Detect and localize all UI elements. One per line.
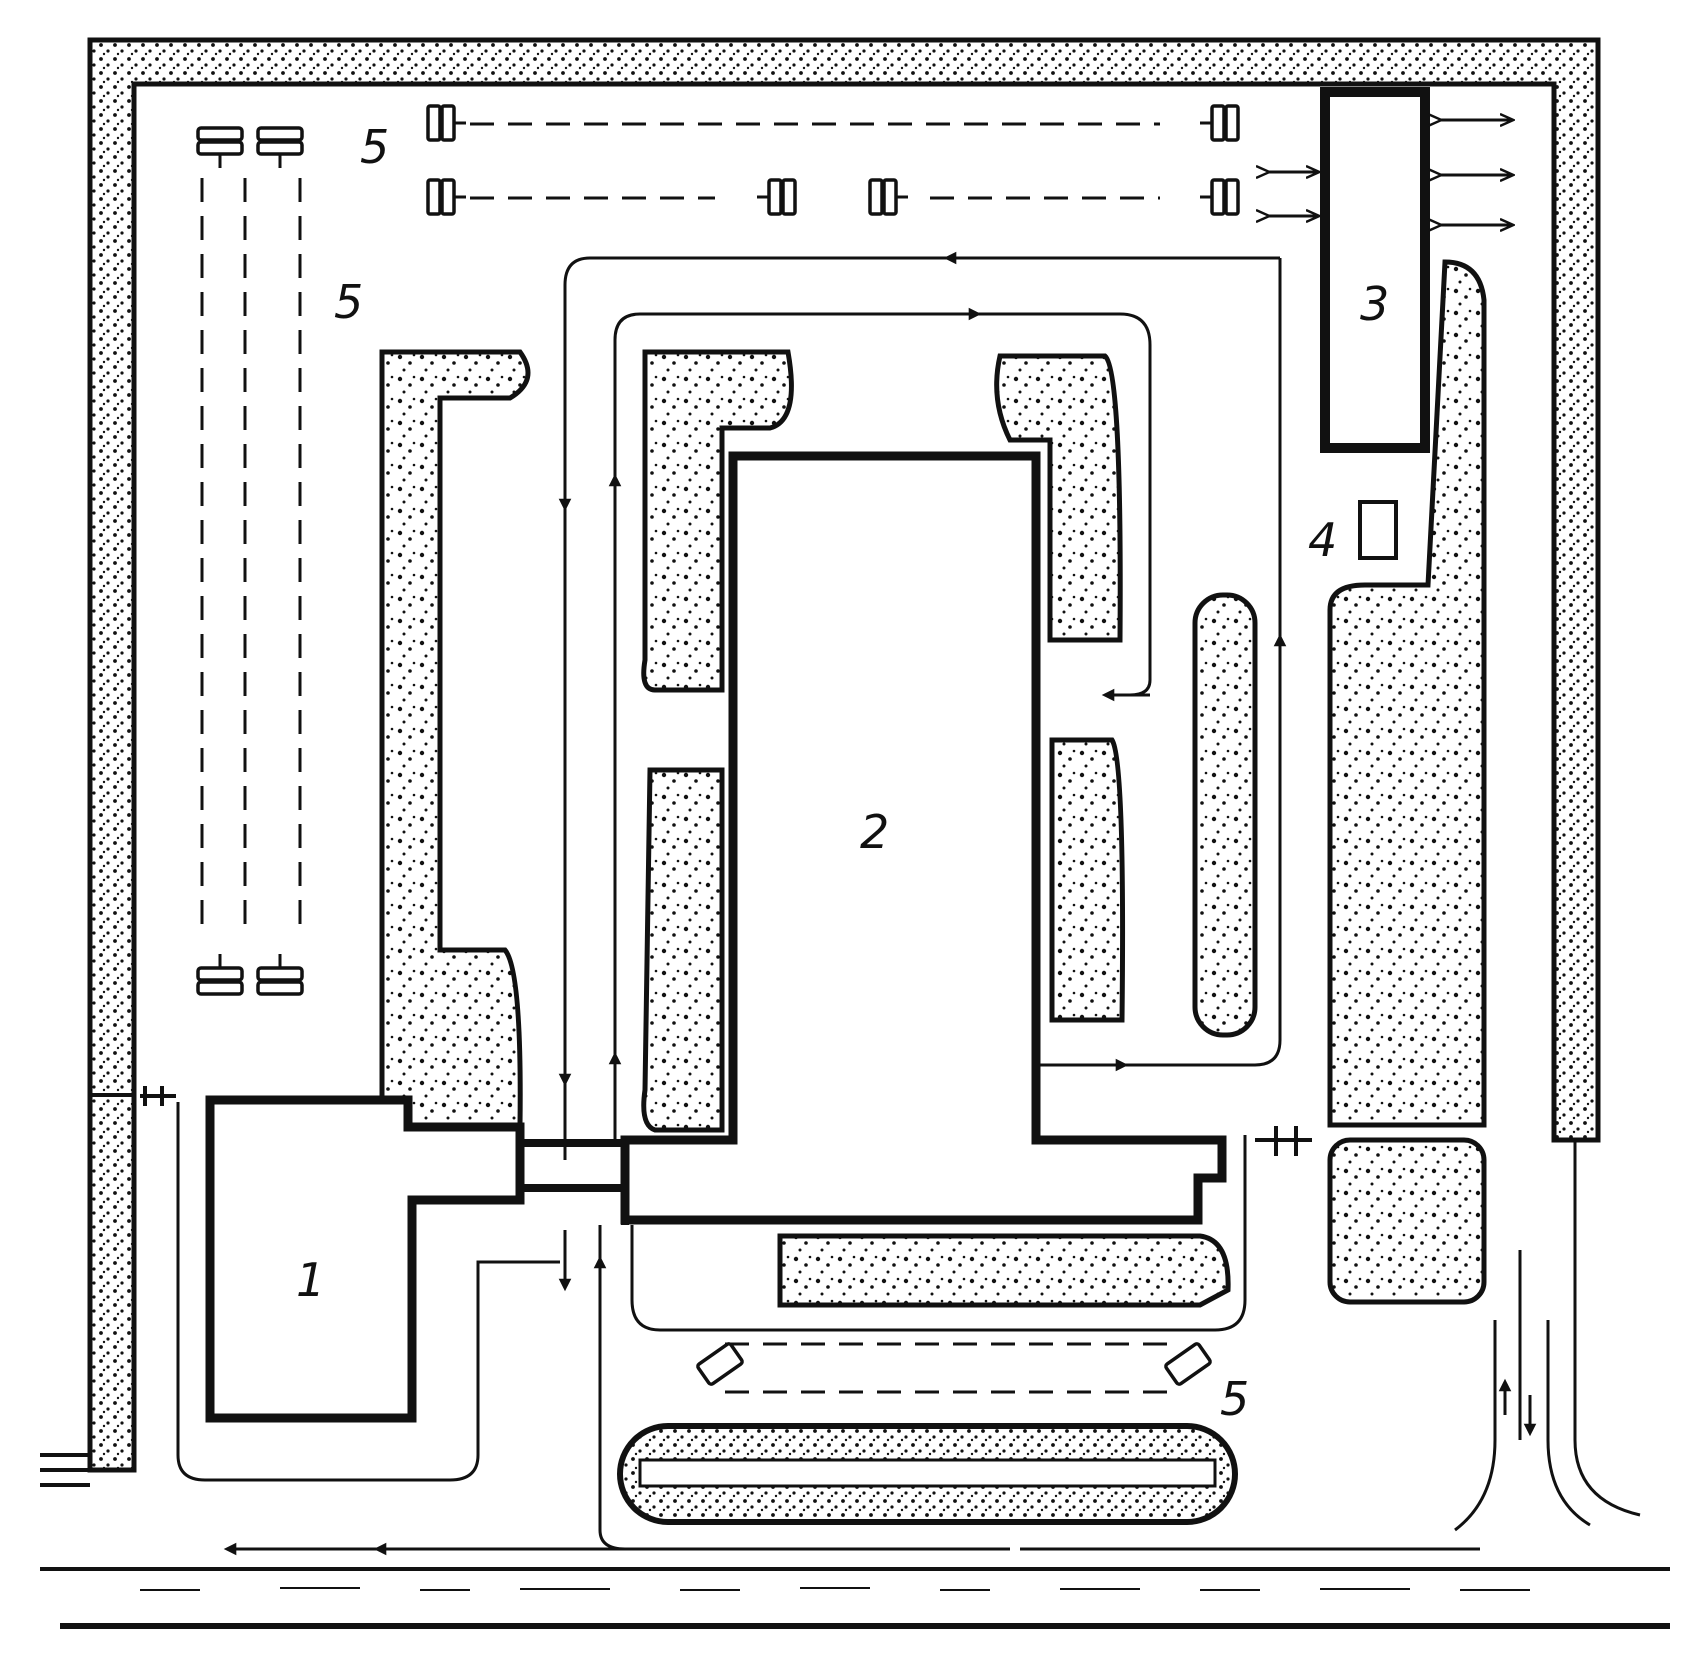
parking-bottom: 5 [696,1342,1249,1426]
label-parking-left: 5 [334,275,363,329]
street [40,1453,1670,1629]
parking-left: 5 [196,126,363,996]
gate-icon [140,1086,1312,1156]
loading-arrows [1268,120,1512,225]
label-kiosk-4: 4 [1308,513,1337,567]
car-icon [256,126,304,170]
greenery-beds [379,259,1487,1525]
car-icon [868,178,910,216]
car-icon [256,952,304,996]
building-1: 1 [205,1095,525,1423]
building-2: 2 [620,451,1227,1225]
label-parking-top: 5 [360,120,389,174]
label-building-1: 1 [296,1253,325,1307]
car-icon [1198,178,1240,216]
label-building-3: 3 [1360,277,1389,331]
car-icon [426,104,468,142]
car-icon [696,1342,744,1386]
car-icon [1198,104,1240,142]
car-icon [426,178,468,216]
kiosk-4: 4 [1308,500,1398,567]
car-icon [196,952,244,996]
parking-top: 5 [360,104,1240,216]
label-parking-bottom: 5 [1220,1372,1249,1426]
building-3: 3 [1320,87,1430,453]
car-icon [1164,1342,1212,1386]
perimeter-greenery [87,37,1601,1473]
label-building-2: 2 [860,805,889,859]
car-icon [755,178,797,216]
traffic-routes [176,256,1641,1551]
direction-arrows [558,251,1537,1437]
car-icon [196,126,244,170]
building-connector [516,1127,629,1225]
